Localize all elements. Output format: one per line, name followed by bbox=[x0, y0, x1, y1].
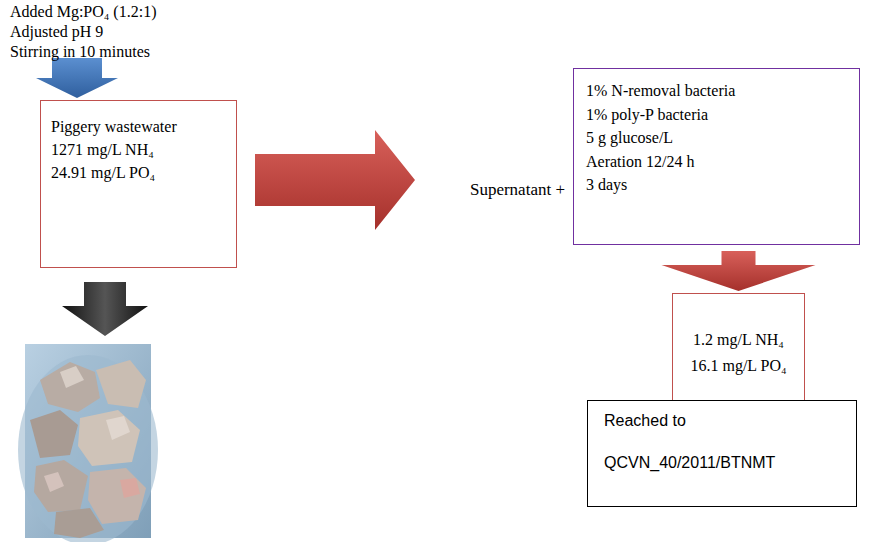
result-box: 1.2 mg/L NH₄16.1 mg/L PO₄ bbox=[672, 293, 805, 405]
node-text: QCVN_40/2011/BTNMT bbox=[604, 452, 775, 474]
edge-label: Supernatant + bbox=[470, 180, 565, 200]
struvite-photo bbox=[18, 344, 158, 542]
step-note: Adjusted pH 9 bbox=[10, 22, 103, 42]
node-text: Aeration 12/24 h bbox=[586, 150, 694, 174]
wastewater-box: Piggery wastewater1271 mg/L NH₄24.91 mg/… bbox=[40, 100, 237, 268]
blue-arrow bbox=[36, 58, 118, 98]
treatment-box: 1% N-removal bacteria1% poly-P bacteria5… bbox=[573, 68, 860, 245]
node-text: 3 days bbox=[586, 173, 627, 197]
node-heading: 1% N-removal bacteria bbox=[586, 79, 735, 103]
node-heading: 1.2 mg/L NH₄ bbox=[693, 328, 784, 352]
node-text: 5 g glucose/L bbox=[586, 126, 673, 150]
node-text: 1271 mg/L NH₄ bbox=[51, 138, 154, 161]
node-heading: Piggery wastewater bbox=[51, 115, 177, 138]
node-heading: Reached to bbox=[604, 410, 686, 432]
block-arrow bbox=[662, 251, 816, 291]
block-arrow bbox=[255, 130, 415, 230]
step-note: Stirring in 10 minutes bbox=[10, 42, 150, 62]
node-text: 1% poly-P bacteria bbox=[586, 103, 708, 127]
node-text: 16.1 mg/L PO₄ bbox=[690, 354, 786, 378]
black-arrow bbox=[62, 282, 148, 336]
node-text: 24.91 mg/L PO₄ bbox=[51, 161, 155, 184]
step-note: Added Mg:PO₄ (1.2:1) bbox=[10, 2, 156, 22]
standard-box: Reached to QCVN_40/2011/BTNMT bbox=[587, 400, 857, 507]
